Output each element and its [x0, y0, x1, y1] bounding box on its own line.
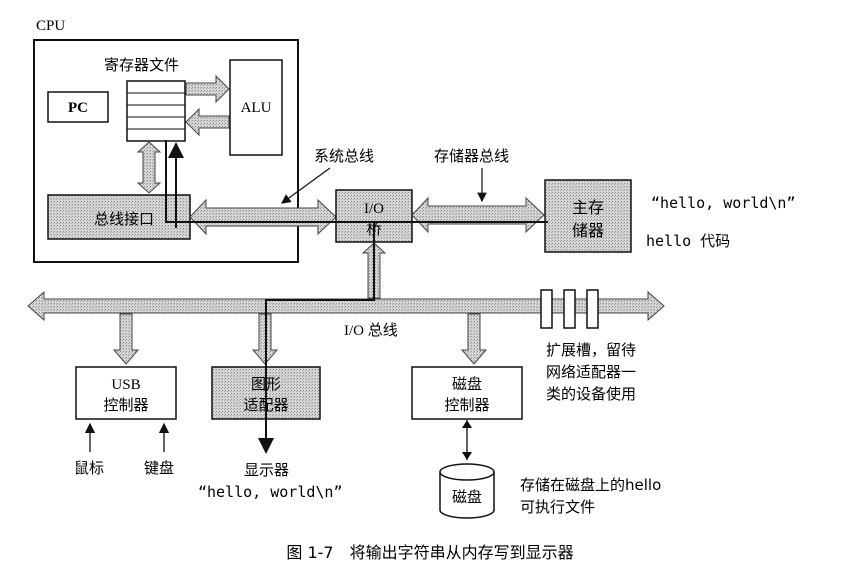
iobus-disk-controller-arrow — [460, 313, 488, 365]
disk-cylinder — [439, 463, 495, 519]
disk-note-line1: 存储在磁盘上的hello — [520, 476, 661, 494]
reg-to-alu-arrow — [185, 74, 230, 104]
display-string: “hello, world\n” — [198, 483, 343, 501]
iobus-usb-arrow — [112, 313, 140, 365]
expansion-label-line3: 类的设备使用 — [546, 385, 636, 403]
memory-bus-arrow — [411, 196, 545, 234]
system-bus-label: 系统总线 — [314, 147, 374, 165]
usb-controller-box — [75, 366, 177, 420]
memory-bus-label: 存储器总线 — [434, 147, 509, 165]
disk-controller-label-line1: 磁盘 — [452, 375, 482, 393]
disk-note-line2: 可执行文件 — [520, 498, 595, 516]
io-bus-arrow — [27, 290, 665, 322]
pc-box — [47, 91, 109, 123]
register-file-label: 寄存器文件 — [104, 56, 179, 74]
expansion-label-line2: 网络适配器一 — [546, 363, 636, 381]
cpu-box — [33, 39, 299, 263]
main-memory-label-line2: 储器 — [572, 221, 604, 240]
reg-bus-vertical-arrow — [136, 141, 162, 194]
keyboard-label: 键盘 — [144, 459, 174, 477]
io-bridge-label-line1: I/O — [364, 201, 384, 217]
register-file — [126, 80, 186, 142]
system-bus-arrow — [189, 198, 337, 236]
alu-label: ALU — [241, 100, 272, 116]
display-label: 显示器 — [244, 461, 289, 479]
usb-label-line1: USB — [111, 377, 140, 393]
pc-label: PC — [68, 100, 88, 116]
alu-box — [229, 59, 283, 156]
figure-caption: 图 1-7 将输出字符串从内存写到显示器 — [286, 543, 573, 562]
disk-controller-label-line2: 控制器 — [444, 396, 489, 414]
main-memory-label-line1: 主存 — [572, 198, 604, 217]
disk-link-arrowheads — [462, 420, 472, 460]
expansion-label-line1: 扩展槽，留待 — [546, 341, 636, 359]
memory-code-label: hello 代码 — [646, 232, 730, 250]
system-bus-pointer — [281, 167, 331, 204]
expansion-slots — [540, 289, 599, 329]
memory-string-label: “hello, world\n” — [651, 194, 796, 212]
bus-interface-label: 总线接口 — [94, 210, 154, 228]
data-path-line — [165, 140, 548, 223]
main-memory-box — [544, 179, 632, 253]
io-bus-label: I/O 总线 — [344, 322, 398, 339]
usb-label-line2: 控制器 — [103, 396, 148, 414]
disk-label: 磁盘 — [452, 488, 482, 506]
data-path-line-bridge — [265, 222, 375, 450]
cpu-label: CPU — [36, 18, 65, 34]
mouse-label: 鼠标 — [74, 459, 104, 477]
disk-controller-box — [411, 366, 523, 420]
alu-to-reg-arrow — [185, 107, 230, 137]
